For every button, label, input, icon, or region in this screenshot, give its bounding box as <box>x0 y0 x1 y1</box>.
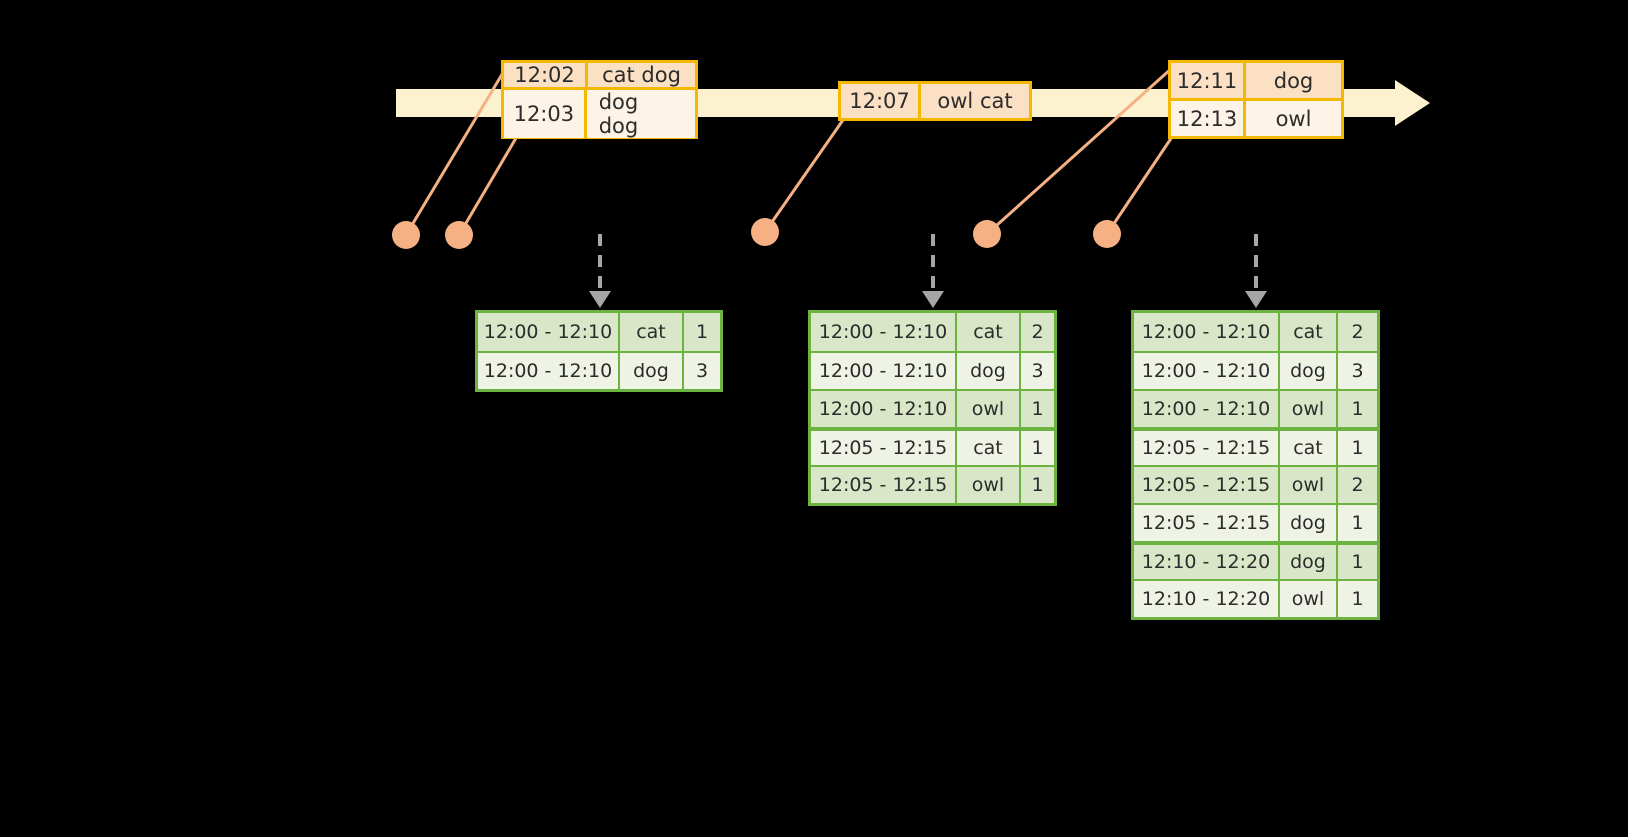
table-row: 12:00 - 12:10 cat 1 <box>478 313 720 351</box>
event-time: 12:07 <box>841 84 921 118</box>
event-row: 12:11 dog <box>1171 63 1341 98</box>
count-cell: 1 <box>1351 437 1364 459</box>
window-cell: 12:00 - 12:10 <box>1134 313 1280 351</box>
window-cell: 12:00 - 12:10 <box>478 353 620 389</box>
count-cell: 1 <box>1351 398 1364 420</box>
window-cell: 12:00 - 12:10 <box>811 313 957 351</box>
count-cell: 3 <box>695 360 709 382</box>
word-cell: dog <box>620 353 684 389</box>
table-row: 12:05 - 12:15 owl 2 <box>1134 465 1377 503</box>
word-cell: owl <box>957 467 1021 503</box>
table-row: 12:00 - 12:10 owl 1 <box>1134 389 1377 427</box>
window-cell: 12:05 - 12:15 <box>811 431 957 465</box>
event-row: 12:03 dog dog <box>504 87 695 138</box>
word-cell: owl <box>1280 467 1338 503</box>
count-cell: 1 <box>1351 588 1364 610</box>
event-words: dog dog <box>598 90 639 138</box>
table-row: 12:00 - 12:10 dog 3 <box>811 351 1054 389</box>
window-cell: 12:00 - 12:10 <box>811 353 957 389</box>
word-cell: owl <box>1280 391 1338 427</box>
word-cell: owl <box>957 391 1021 427</box>
event-box-1: 12:02 cat dog 12:03 dog dog <box>501 60 698 139</box>
window-cell: 12:00 - 12:10 <box>1134 353 1280 389</box>
count-cell: 1 <box>1031 474 1044 496</box>
result-table-2: 12:00 - 12:10 cat 2 12:00 - 12:10 dog 3 … <box>808 310 1057 506</box>
connector-dots <box>392 218 1121 249</box>
table-row: 12:05 - 12:15 cat 1 <box>1134 427 1377 465</box>
count-cell: 2 <box>1351 474 1364 496</box>
table-row: 12:05 - 12:15 dog 1 <box>1134 503 1377 541</box>
count-cell: 1 <box>1351 551 1364 573</box>
table-row: 12:10 - 12:20 dog 1 <box>1134 541 1377 579</box>
window-cell: 12:10 - 12:20 <box>1134 545 1280 579</box>
window-cell: 12:00 - 12:10 <box>478 313 620 351</box>
word-cell: cat <box>957 313 1021 351</box>
event-row: 12:13 owl <box>1171 98 1341 136</box>
word-cell: dog <box>1280 545 1338 579</box>
word-cell: cat <box>620 313 684 351</box>
event-box-3: 12:11 dog 12:13 owl <box>1168 60 1344 139</box>
event-time: 12:13 <box>1171 101 1246 136</box>
result-table-1: 12:00 - 12:10 cat 1 12:00 - 12:10 dog 3 <box>475 310 723 392</box>
word-cell: dog <box>1280 505 1338 541</box>
event-words: owl cat <box>937 89 1013 113</box>
table-row: 12:00 - 12:10 owl 1 <box>811 389 1054 427</box>
table-row: 12:00 - 12:10 dog 3 <box>478 351 720 389</box>
window-cell: 12:10 - 12:20 <box>1134 581 1280 617</box>
count-cell: 1 <box>1031 437 1044 459</box>
result-table-3: 12:00 - 12:10 cat 2 12:00 - 12:10 dog 3 … <box>1131 310 1380 620</box>
event-box-2: 12:07 owl cat <box>838 81 1032 121</box>
window-cell: 12:05 - 12:15 <box>1134 505 1280 541</box>
count-cell: 1 <box>1031 398 1044 420</box>
event-words: cat dog <box>602 63 681 87</box>
count-cell: 3 <box>1031 360 1044 382</box>
window-cell: 12:00 - 12:10 <box>1134 391 1280 427</box>
event-words: owl <box>1275 106 1312 131</box>
count-cell: 1 <box>695 321 709 343</box>
window-cell: 12:05 - 12:15 <box>1134 431 1280 465</box>
word-cell: cat <box>1280 313 1338 351</box>
table-row: 12:05 - 12:15 cat 1 <box>811 427 1054 465</box>
word-cell: dog <box>1280 353 1338 389</box>
table-row: 12:00 - 12:10 cat 2 <box>811 313 1054 351</box>
timeline-arrowhead-icon <box>1395 80 1430 126</box>
word-cell: cat <box>957 431 1021 465</box>
window-cell: 12:05 - 12:15 <box>1134 467 1280 503</box>
table-row: 12:10 - 12:20 owl 1 <box>1134 579 1377 617</box>
event-row: 12:07 owl cat <box>841 84 1029 118</box>
word-cell: owl <box>1280 581 1338 617</box>
trigger-arrows <box>589 234 1267 308</box>
word-cell: cat <box>1280 431 1338 465</box>
table-row: 12:05 - 12:15 owl 1 <box>811 465 1054 503</box>
window-cell: 12:05 - 12:15 <box>811 467 957 503</box>
event-words: dog <box>1273 68 1314 93</box>
word-cell: dog <box>957 353 1021 389</box>
count-cell: 2 <box>1351 321 1364 343</box>
table-row: 12:00 - 12:10 cat 2 <box>1134 313 1377 351</box>
event-time: 12:02 <box>504 63 588 87</box>
window-cell: 12:00 - 12:10 <box>811 391 957 427</box>
event-row: 12:02 cat dog <box>504 63 695 87</box>
event-time: 12:03 <box>504 90 587 138</box>
table-row: 12:00 - 12:10 dog 3 <box>1134 351 1377 389</box>
count-cell: 2 <box>1031 321 1044 343</box>
event-time: 12:11 <box>1171 63 1246 98</box>
count-cell: 1 <box>1351 512 1364 534</box>
count-cell: 3 <box>1351 360 1364 382</box>
